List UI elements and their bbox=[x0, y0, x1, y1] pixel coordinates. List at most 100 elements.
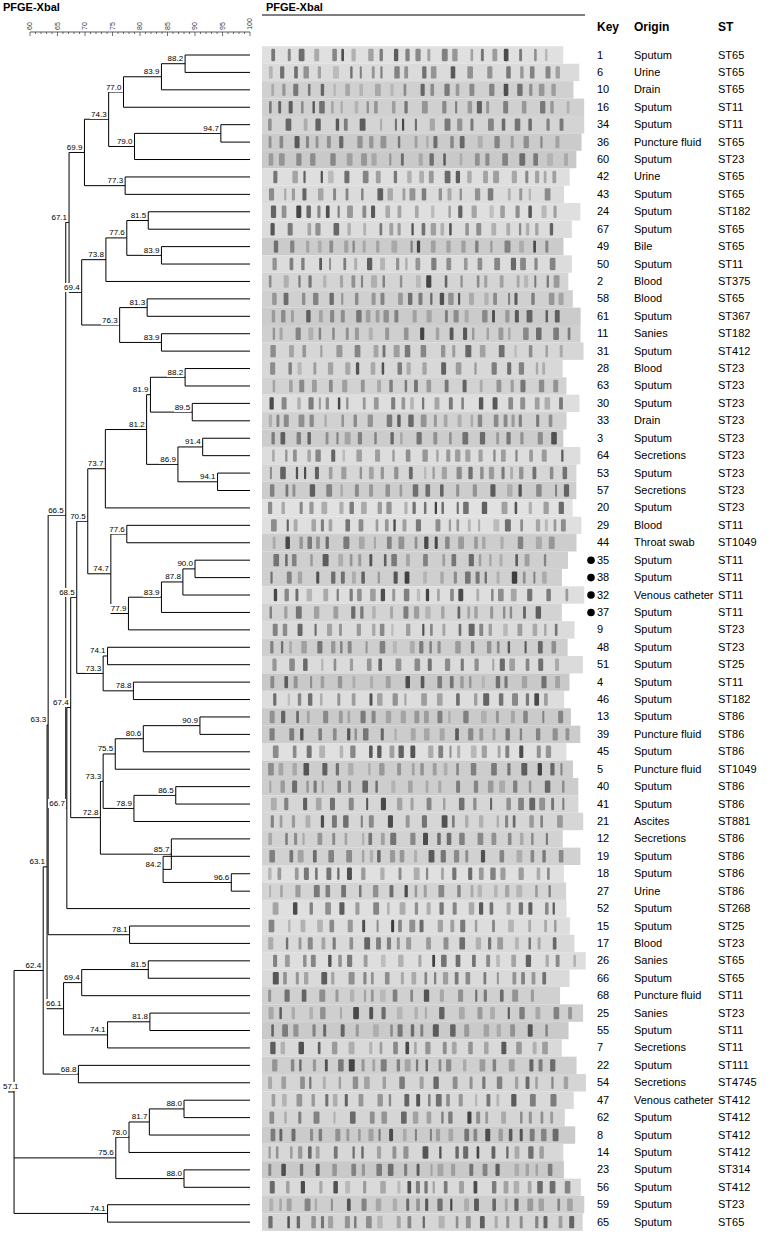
gel-band bbox=[326, 432, 329, 444]
gel-band bbox=[316, 571, 319, 583]
gel-band bbox=[457, 885, 460, 897]
gel-band bbox=[444, 415, 448, 427]
gel-band bbox=[427, 310, 432, 322]
gel-band bbox=[324, 415, 326, 427]
column-header: Origin bbox=[634, 20, 669, 34]
gel-band bbox=[439, 1007, 444, 1019]
similarity-value: 83.9 bbox=[143, 333, 161, 342]
gel-band bbox=[319, 328, 321, 340]
gel-band bbox=[502, 502, 508, 514]
lane-background bbox=[262, 586, 584, 603]
gel-band bbox=[404, 502, 407, 514]
gel-band bbox=[553, 328, 559, 340]
gel-band bbox=[423, 1216, 425, 1228]
gel-lane bbox=[262, 273, 568, 290]
gel-band bbox=[500, 537, 503, 549]
gel-band bbox=[522, 101, 526, 113]
gel-band bbox=[338, 397, 340, 409]
scale-tick bbox=[74, 32, 75, 34]
gel-band bbox=[526, 223, 529, 235]
gel-band bbox=[397, 798, 402, 810]
gel-band bbox=[567, 1199, 573, 1211]
gel-band bbox=[362, 850, 364, 862]
gel-band bbox=[271, 49, 275, 61]
gel-band bbox=[342, 449, 345, 461]
similarity-value: 67.1 bbox=[50, 213, 68, 222]
gel-band bbox=[369, 746, 373, 758]
gel-band bbox=[268, 502, 272, 514]
gel-band bbox=[545, 902, 549, 914]
dendrogram-branch bbox=[134, 821, 250, 822]
gel-band bbox=[410, 641, 415, 653]
gel-band bbox=[345, 362, 350, 374]
similarity-value: 78.1 bbox=[111, 925, 129, 934]
gel-band bbox=[355, 345, 361, 357]
similarity-scale bbox=[30, 32, 250, 36]
dendrogram-branch bbox=[178, 481, 218, 482]
gel-band bbox=[503, 624, 508, 636]
gel-band bbox=[493, 1059, 496, 1071]
gel-band bbox=[442, 815, 448, 827]
gel-band bbox=[457, 118, 462, 130]
dendrogram-branch bbox=[178, 446, 203, 447]
similarity-value: 74.1 bbox=[89, 646, 107, 655]
dendrogram-branch bbox=[81, 260, 82, 325]
gel-band bbox=[452, 815, 455, 827]
gel-band bbox=[536, 519, 540, 531]
gel-band bbox=[323, 589, 328, 601]
gel-band bbox=[329, 920, 334, 932]
gel-band bbox=[414, 380, 418, 392]
gel-band bbox=[441, 345, 445, 357]
gel-band bbox=[535, 1216, 538, 1228]
dendrogram-branch bbox=[124, 107, 251, 108]
lane-background bbox=[262, 151, 576, 168]
gel-band bbox=[439, 902, 443, 914]
gel-band bbox=[381, 1059, 387, 1071]
similarity-value: 81.2 bbox=[128, 420, 146, 429]
marker-dot bbox=[587, 591, 595, 599]
gel-band bbox=[350, 554, 353, 566]
gel-band bbox=[390, 746, 395, 758]
gel-band bbox=[427, 902, 431, 914]
gel-band bbox=[405, 571, 410, 583]
gel-band bbox=[334, 223, 340, 235]
gel-band bbox=[353, 1146, 355, 1158]
gel-band bbox=[466, 972, 471, 984]
lane-background bbox=[262, 116, 584, 133]
gel-band bbox=[437, 676, 442, 688]
gel-band bbox=[374, 397, 379, 409]
gel-band bbox=[399, 1077, 405, 1089]
dendrogram-branch bbox=[184, 1187, 250, 1188]
table-cell: Sputum bbox=[634, 101, 672, 114]
gel-band bbox=[519, 362, 524, 374]
gel-band bbox=[315, 868, 318, 880]
gel-band bbox=[519, 153, 525, 165]
gel-band bbox=[518, 798, 524, 810]
gel-band bbox=[552, 641, 557, 653]
gel-band bbox=[270, 362, 275, 374]
gel-band bbox=[273, 972, 279, 984]
gel-band bbox=[321, 937, 325, 949]
gel-band bbox=[536, 537, 542, 549]
similarity-value: 83.9 bbox=[143, 67, 161, 76]
gel-band bbox=[510, 1024, 515, 1036]
gel-band bbox=[475, 188, 480, 200]
gel-band bbox=[529, 449, 533, 461]
gel-band bbox=[362, 1199, 367, 1211]
gel-band bbox=[555, 484, 557, 496]
gel-band bbox=[515, 554, 518, 566]
gel-lane bbox=[262, 778, 578, 795]
gel-band bbox=[553, 728, 558, 740]
gel-band bbox=[340, 484, 343, 496]
gel-band bbox=[446, 1094, 450, 1106]
gel-band bbox=[271, 206, 276, 218]
gel-band bbox=[514, 1181, 520, 1193]
gel-band bbox=[559, 502, 564, 514]
gel-band bbox=[504, 1181, 509, 1193]
lane-background bbox=[262, 1074, 586, 1091]
dendrogram-branch bbox=[133, 682, 134, 699]
gel-band bbox=[387, 937, 391, 949]
similarity-value: 78.8 bbox=[115, 681, 133, 690]
gel-band bbox=[342, 380, 347, 392]
gel-band bbox=[476, 937, 481, 949]
